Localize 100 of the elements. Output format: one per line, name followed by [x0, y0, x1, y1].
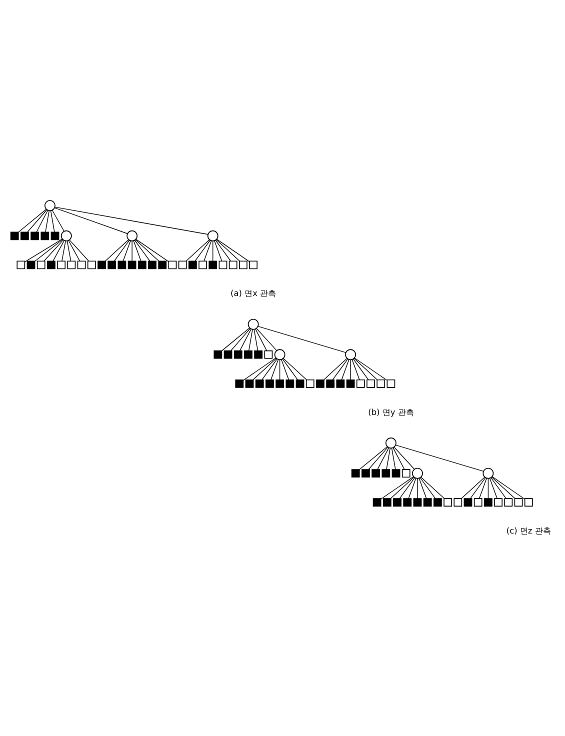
node-box [514, 498, 523, 506]
node-circle [482, 467, 494, 478]
node-block [316, 378, 324, 388]
connector [255, 328, 268, 351]
node-block [286, 378, 294, 388]
node-block [382, 498, 392, 506]
node-box [249, 260, 258, 269]
connector [66, 240, 72, 261]
node-block [423, 498, 432, 506]
node-block [40, 231, 50, 240]
connector [256, 328, 278, 350]
connector [204, 240, 212, 261]
node-block [382, 468, 390, 478]
connector [390, 476, 414, 498]
connector [50, 210, 55, 232]
connector [324, 358, 348, 380]
connector [354, 358, 378, 380]
node-block [98, 260, 106, 269]
connector [230, 328, 251, 351]
label: (c) 면z 관측 [506, 525, 551, 536]
node-box [306, 378, 314, 388]
connector [243, 357, 276, 380]
connector [282, 358, 298, 380]
node-block [346, 378, 355, 388]
node-block [351, 468, 360, 478]
connector [135, 238, 160, 261]
node-block [326, 378, 335, 388]
connector [212, 240, 214, 261]
connector [27, 208, 48, 232]
node-box [168, 260, 177, 269]
node-circle [60, 230, 72, 241]
connector [377, 446, 390, 470]
node-box [77, 260, 86, 269]
connector [105, 238, 129, 261]
node-block [372, 468, 380, 478]
node-block [255, 378, 264, 388]
node-block [266, 378, 274, 388]
node-block [413, 498, 422, 506]
connector [240, 328, 252, 351]
node-block [224, 350, 232, 358]
connector [386, 447, 391, 470]
connector [420, 476, 436, 498]
connector [133, 240, 142, 261]
connector [36, 209, 48, 232]
connector [418, 477, 427, 498]
node-block [254, 350, 263, 358]
node-box [198, 260, 207, 269]
node-block [372, 498, 382, 506]
node-circle [44, 200, 56, 211]
connector [395, 444, 484, 472]
connector [69, 239, 90, 261]
node-block [484, 498, 492, 506]
node-box [356, 378, 365, 388]
connector [492, 476, 525, 499]
node-block [47, 260, 56, 269]
node-block [296, 378, 304, 388]
connector [488, 478, 489, 498]
node-box [474, 498, 482, 506]
connector [461, 476, 486, 498]
connector [399, 476, 416, 498]
connector [490, 476, 506, 498]
connector [420, 476, 445, 498]
connector [214, 240, 222, 261]
node-block [138, 260, 146, 269]
connector [122, 240, 131, 261]
node-box [218, 260, 228, 269]
node-box [87, 260, 96, 269]
connector [44, 239, 64, 261]
node-box [36, 260, 46, 269]
node-block [245, 378, 254, 388]
connector [489, 477, 498, 498]
node-block [10, 231, 19, 240]
connector [354, 357, 388, 380]
connector [262, 358, 278, 380]
connector [332, 358, 348, 380]
label: (b) 면y 관측 [368, 406, 414, 416]
node-block [336, 378, 345, 388]
connector [254, 328, 258, 351]
node-box [524, 498, 533, 506]
connector [270, 358, 279, 380]
node-block [362, 468, 370, 478]
connector [279, 358, 280, 380]
connector [282, 358, 307, 380]
connector [248, 328, 253, 351]
connector [136, 238, 169, 262]
connector [24, 238, 63, 262]
node-box [228, 260, 238, 269]
node-block [214, 350, 222, 358]
connector [134, 240, 150, 261]
connector [18, 208, 47, 232]
connector [380, 476, 414, 499]
node-block [433, 498, 442, 506]
node-box [57, 260, 66, 269]
node-box [386, 378, 396, 388]
node-block [128, 260, 136, 269]
connector [353, 358, 369, 380]
connector [221, 327, 250, 351]
connector [114, 240, 130, 261]
node-box [239, 260, 248, 269]
connector [350, 358, 351, 380]
